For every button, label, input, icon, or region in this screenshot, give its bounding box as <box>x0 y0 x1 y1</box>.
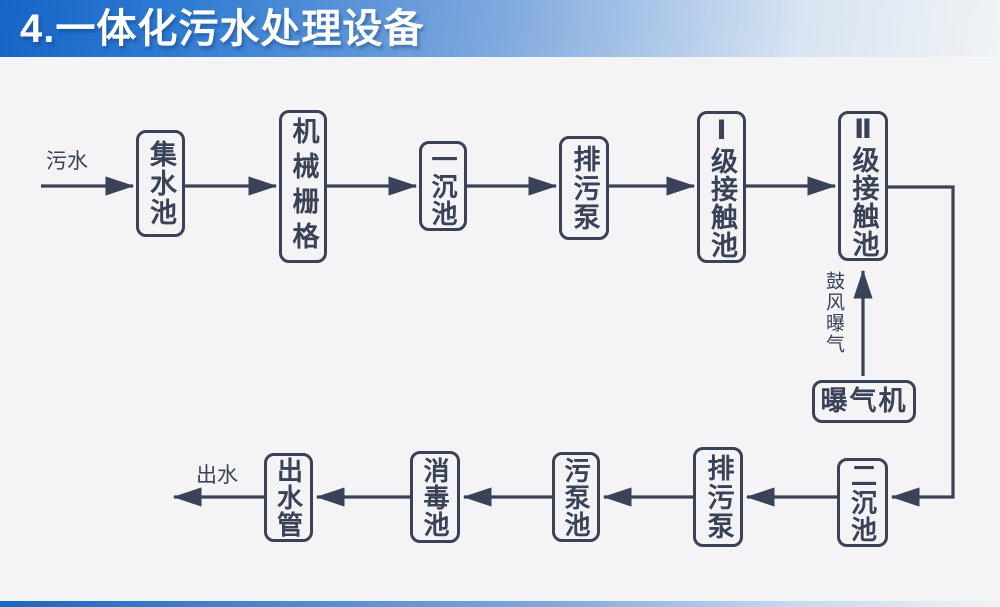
node-collection-tank: 集水池 <box>136 130 185 237</box>
inlet-water-label: 污水 <box>46 150 88 173</box>
blast-aeration-label: 鼓风曝气 <box>823 271 844 355</box>
node-disinfection-tank: 消毒池 <box>410 451 460 543</box>
page-title: 4.一体化污水处理设备 <box>20 6 425 51</box>
node-sludge-pump-tank: 污泵池 <box>552 452 600 542</box>
node-level2-contact-tank: Ⅱ级接触池 <box>838 111 888 261</box>
node-primary-settling-tank: 一沉池 <box>419 141 467 231</box>
node-aerator: 曝气机 <box>812 380 916 423</box>
connector-right-down <box>888 185 955 507</box>
title-bar: 4.一体化污水处理设备 <box>0 0 1000 57</box>
node-sewage-pump-bottom: 排污泵 <box>693 447 743 547</box>
outlet-water-label: 出水 <box>196 464 238 487</box>
node-level1-contact-tank: Ⅰ级接触池 <box>697 111 746 263</box>
flowchart-canvas: 集水池 机械栅格 一沉池 排污泵 Ⅰ级接触池 Ⅱ级接触池 曝气机 二沉池 排污泵… <box>0 57 1000 601</box>
bottom-accent-bar <box>0 601 1000 607</box>
node-outlet-pipe: 出水管 <box>264 453 313 542</box>
node-secondary-settling-tank: 二沉池 <box>837 458 888 547</box>
node-mechanical-screen: 机械栅格 <box>279 110 327 263</box>
node-sewage-pump-top: 排污泵 <box>559 136 609 240</box>
